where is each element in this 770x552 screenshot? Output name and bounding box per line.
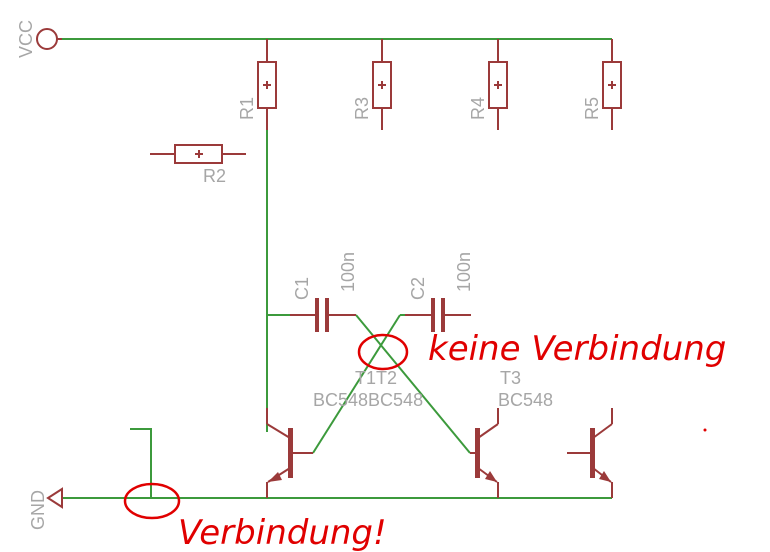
c2-value: 100n xyxy=(454,252,474,292)
r5-label: R5 xyxy=(582,97,602,120)
resistor-r5: R5 xyxy=(582,39,622,130)
wires xyxy=(60,38,612,499)
vcc-symbol: VCC xyxy=(16,20,62,58)
capacitor-c1: C1 100n xyxy=(290,252,358,332)
connection-annotation: Verbindung! xyxy=(178,513,387,552)
dangling-wire xyxy=(130,428,152,498)
t3-name-label: T3 xyxy=(500,368,521,388)
cross-wire-1 xyxy=(355,314,471,454)
r2-label: R2 xyxy=(203,166,226,186)
c1-value: 100n xyxy=(338,252,358,292)
r4-label: R4 xyxy=(468,97,488,120)
t1t2-type-label: BC548BC548 xyxy=(313,390,423,410)
resistor-r3: R3 xyxy=(352,39,392,130)
vcc-label: VCC xyxy=(16,20,36,58)
resistor-r1: R1 xyxy=(237,39,277,130)
vcc-terminal xyxy=(36,28,58,50)
transistor-t2 xyxy=(470,408,499,498)
transistor-t3 xyxy=(567,408,613,498)
resistor-r2: R2 xyxy=(150,144,246,186)
t3-type-label: BC548 xyxy=(498,390,553,410)
stray-ink-dot xyxy=(703,428,707,432)
connection-circle xyxy=(123,482,181,520)
cross-wire-2 xyxy=(312,314,401,454)
no-connection-annotation: keine Verbindung xyxy=(428,329,726,369)
c2-label: C2 xyxy=(408,277,428,300)
r3-label: R3 xyxy=(352,97,372,120)
annotations: keine Verbindung Verbindung! xyxy=(123,329,726,552)
c1-label: C1 xyxy=(292,277,312,300)
transistor-t1 xyxy=(266,408,313,498)
r1-label: R1 xyxy=(237,97,257,120)
no-connection-circle xyxy=(357,333,409,371)
gnd-symbol: GND xyxy=(28,487,63,530)
resistor-r4: R4 xyxy=(468,39,508,130)
capacitor-c2: C2 100n xyxy=(405,252,474,332)
gnd-terminal xyxy=(46,487,63,509)
t1t2-name-label: T1T2 xyxy=(355,368,397,388)
gnd-label: GND xyxy=(28,490,48,530)
